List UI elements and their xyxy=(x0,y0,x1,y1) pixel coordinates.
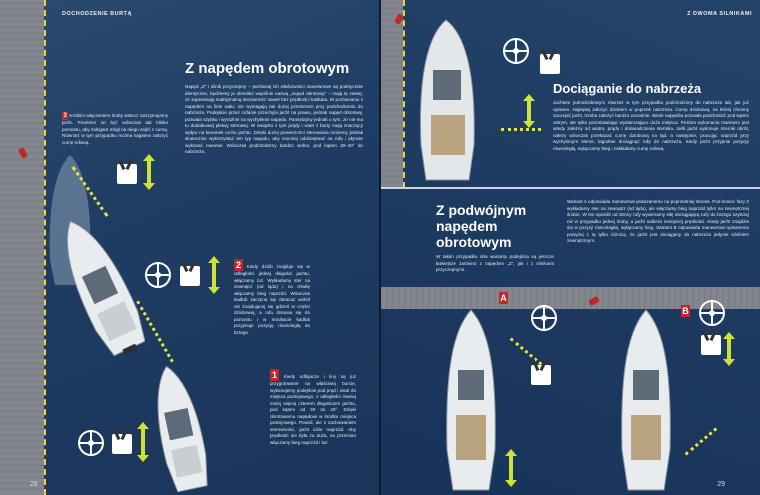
page-title: Z napędem obrotowym xyxy=(185,60,350,77)
path-dots xyxy=(684,427,718,456)
steering-wheel-icon xyxy=(145,262,171,288)
throttle-icon xyxy=(117,157,137,184)
step3-text: 3 Krótkim włączeniem śruby wstecz zatrzy… xyxy=(62,112,169,145)
left-page: DOCHODZENIE BURTĄ 28 3 Krótkim włączenie… xyxy=(0,0,379,495)
quay-edge xyxy=(44,0,46,495)
step1-text: 1 Kiedy odbijacze i liny są już przygoto… xyxy=(270,369,356,445)
steering-wheel-icon xyxy=(699,300,725,326)
double-arrow-icon xyxy=(208,256,220,294)
quay-left xyxy=(0,0,44,495)
section-title-2: Z podwójnym napędem obrotowym xyxy=(436,202,527,251)
step3-badge: 3 xyxy=(62,112,68,120)
double-arrow-icon xyxy=(505,449,517,487)
right-page: Z DWOMA SILNIKAMI 29 Dociąganie do nabrz… xyxy=(381,0,760,495)
page-number: 28 xyxy=(30,481,38,488)
steering-wheel-icon xyxy=(78,430,104,456)
boat-top xyxy=(420,19,475,181)
steering-wheel-icon xyxy=(503,38,529,64)
boat-step2 xyxy=(66,220,145,357)
double-arrow-icon xyxy=(143,154,155,190)
path-dots xyxy=(501,128,541,131)
throttle-icon xyxy=(540,47,560,74)
boat-variant-a xyxy=(446,309,496,491)
boat-step1 xyxy=(157,365,208,493)
double-arrow-icon xyxy=(523,94,535,128)
text-3: Wariant A odpowiada manewrowi pokazanemu… xyxy=(567,199,749,243)
section-title-1: Dociąganie do nabrzeża xyxy=(553,81,702,96)
quay-bottom xyxy=(381,287,760,309)
step2-text: 2 Kiedy dziób znajduje się w odległości … xyxy=(234,259,310,335)
step1-badge: 1 xyxy=(270,369,279,381)
page-number: 29 xyxy=(717,481,725,488)
section-label: DOCHODZENIE BURTĄ xyxy=(62,11,132,17)
section-separator xyxy=(381,187,760,189)
double-arrow-icon xyxy=(723,332,735,366)
page-gutter xyxy=(379,0,381,495)
steering-wheel-icon xyxy=(531,305,557,331)
boat-variant-b xyxy=(621,309,671,491)
double-arrow-icon xyxy=(137,422,149,462)
throttle-icon xyxy=(531,358,551,385)
path-dots xyxy=(509,337,543,366)
throttle-icon xyxy=(180,259,200,286)
step2-badge: 2 xyxy=(234,259,243,271)
variant-b-badge: B xyxy=(681,305,690,317)
intro-text: Napęd „Z” i silnik przyczepny – porównaj… xyxy=(185,84,363,154)
quay-edge xyxy=(403,0,405,188)
quay-top xyxy=(381,0,403,188)
throttle-icon xyxy=(112,427,132,454)
throttle-icon xyxy=(701,328,721,355)
text-1: Jachtem jednośrubowym również w tym przy… xyxy=(553,100,749,151)
section-label: Z DWOMA SILNIKAMI xyxy=(687,11,752,17)
text-2: W takim przypadku oba warianty podejścia… xyxy=(436,254,554,272)
variant-a-badge: A xyxy=(499,292,508,304)
